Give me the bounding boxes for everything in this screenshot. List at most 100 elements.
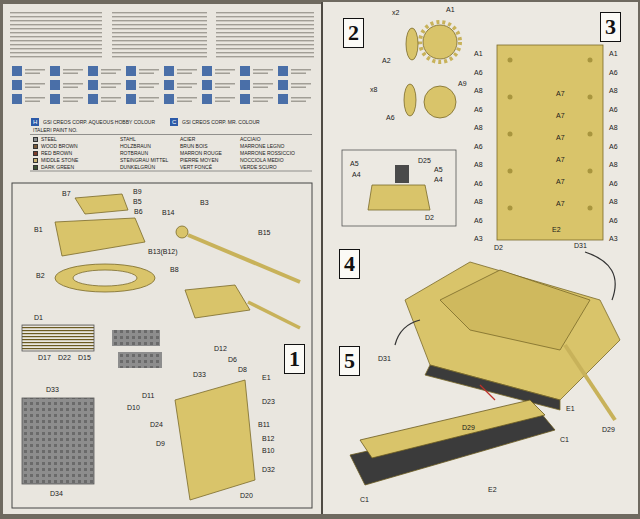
step-number: 3	[605, 16, 616, 38]
paint-table-cell: VERDE SCURO	[240, 165, 277, 170]
detail-inset	[22, 398, 94, 484]
step-number: 2	[348, 22, 359, 44]
part-number: B10	[262, 447, 274, 454]
part-number: A7	[556, 156, 565, 163]
part-number: D9	[156, 440, 165, 447]
part-number: A3	[474, 235, 483, 242]
part-number: A8	[474, 87, 483, 94]
part-number: A6	[474, 106, 483, 113]
paint-table-cell: BRUN BOIS	[180, 144, 208, 149]
part-number: A6	[609, 217, 618, 224]
turret-body	[55, 218, 145, 256]
paint-name: DARK GREEN	[41, 165, 74, 170]
part-number: B11	[258, 421, 270, 428]
color-swatch	[33, 151, 38, 156]
sprocket-teeth	[420, 22, 460, 62]
part-number: C1	[360, 496, 369, 503]
part-number: D15	[78, 354, 91, 361]
part-number: D11	[142, 392, 154, 399]
part-number: A5	[350, 160, 359, 167]
part-number: B9	[133, 188, 142, 195]
part-number: A8	[474, 161, 483, 168]
paint-table-cell: STEINGRAU MITTEL	[120, 158, 168, 163]
turret-assembled	[185, 285, 250, 318]
paint-icon	[31, 118, 39, 126]
part-number: A5	[434, 166, 443, 173]
part-number: E1	[262, 374, 271, 381]
part-number: x2	[392, 9, 399, 16]
part-number: A6	[609, 106, 618, 113]
tow-cable	[395, 320, 420, 345]
part-number: B15	[258, 229, 270, 236]
step-number-box: 1	[284, 344, 305, 374]
part-number: E1	[566, 405, 575, 412]
paint-table-header: ITALERI PAINT NO.	[33, 128, 77, 133]
part-number: A1	[446, 6, 455, 13]
part-number: A6	[474, 69, 483, 76]
paint-table-cell: MARRONE ROSSICCIO	[240, 151, 295, 156]
part-number: D2	[494, 244, 503, 251]
paint-name: STEEL	[41, 137, 57, 142]
lower-hull	[350, 400, 555, 485]
hull-deck	[175, 380, 255, 500]
paint-table-cell: VERT FONCÉ	[180, 165, 212, 170]
step-number-box: 3	[600, 12, 621, 42]
paint-table-cell: NOCCIOLA MEDIO	[240, 158, 284, 163]
part-number: A8	[609, 124, 618, 131]
part-number: A4	[352, 171, 361, 178]
text-block	[216, 10, 314, 60]
part-number: D24	[150, 421, 163, 428]
etched-part	[112, 330, 160, 346]
color-swatch	[33, 137, 38, 142]
tow-cable	[585, 252, 615, 300]
part-number: D31	[378, 355, 391, 362]
color-swatch	[33, 144, 38, 149]
part-number: B14	[162, 209, 174, 216]
part-number: D10	[127, 404, 140, 411]
paint-table-cell: ACCIAIO	[240, 137, 261, 142]
gun-barrel	[188, 235, 300, 282]
part-number: A8	[609, 161, 618, 168]
sprocket-half	[406, 28, 418, 60]
part-number: A7	[556, 90, 565, 97]
part-number: x8	[370, 86, 377, 93]
part-number: E2	[552, 226, 561, 233]
part-number: A2	[382, 57, 391, 64]
part-number: A8	[609, 87, 618, 94]
part-number: D33	[193, 371, 206, 378]
part-number: A9	[458, 80, 467, 87]
part-number: B6	[134, 208, 143, 215]
step-number: 4	[344, 253, 355, 275]
hull-bottom	[497, 45, 603, 240]
step-number: 1	[289, 348, 300, 370]
part-number: D17	[38, 354, 51, 361]
part-number: A6	[474, 217, 483, 224]
part-number: A7	[556, 134, 565, 141]
paint-table-cell: ROTBRAUN	[120, 151, 148, 156]
paint-table-header: GSI CREOS CORP. AQUEOUS HOBBY COLOUR	[43, 120, 155, 125]
rear-plate	[368, 185, 430, 210]
part-number: D2	[425, 214, 434, 221]
part-number: D29	[602, 426, 615, 433]
step-number: 5	[344, 350, 355, 372]
step-number-box: 4	[339, 249, 360, 279]
step-panel	[12, 183, 312, 508]
detail-inset	[342, 150, 456, 226]
part-number: A6	[386, 114, 395, 121]
part-number: D29	[462, 424, 475, 431]
right-page	[323, 2, 638, 514]
paint-name: RED BROWN	[41, 151, 72, 156]
part-number: D34	[50, 490, 63, 497]
paint-table-header: C	[172, 119, 176, 125]
road-wheel	[424, 86, 456, 118]
step-number-box: 2	[343, 18, 364, 48]
tank-assembled	[405, 262, 620, 420]
part-number: A1	[609, 50, 618, 57]
part-number: A8	[474, 198, 483, 205]
part-number: A6	[609, 143, 618, 150]
part-number: B13(B12)	[148, 248, 178, 255]
table-rule	[30, 134, 312, 135]
part-number: B2	[36, 272, 45, 279]
part-number: A6	[609, 69, 618, 76]
part-number: D8	[238, 366, 247, 373]
